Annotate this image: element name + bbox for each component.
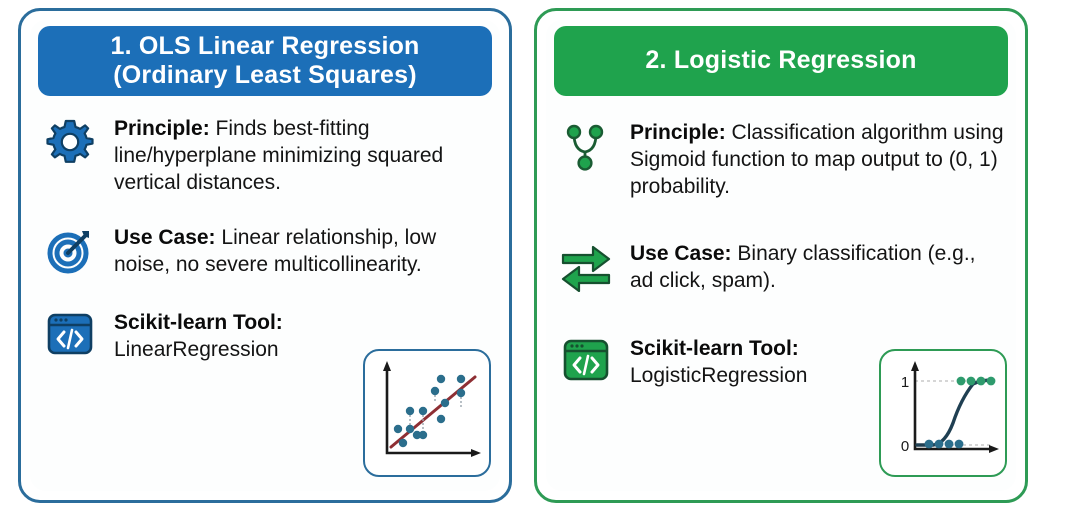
row-tool-body: LinearRegression (114, 337, 279, 361)
row-principle-body: Finds best-fitting line/hyperplane minim… (114, 117, 444, 194)
scatter-regression-plot (363, 349, 491, 477)
sigmoid-curve-plot: 1 0 (879, 349, 1007, 477)
row-principle-label: Principle: (114, 117, 210, 140)
card-inner: 2. Logistic Regression (546, 20, 1016, 491)
card-title-line1: 1. OLS Linear Regression (110, 31, 420, 60)
row-tool-body: LogisticRegression (630, 363, 808, 387)
card-rows: Principle: Classification algorithm usin… (554, 118, 1008, 391)
card-ols-linear-regression: 1. OLS Linear Regression (Ordinary Least… (18, 8, 512, 503)
gear-icon (42, 114, 98, 170)
row-principle-body: Classification algorithm using Sigmoid f… (630, 121, 1004, 198)
row-principle-text: Principle: Classification algorithm usin… (630, 118, 1004, 201)
svg-text:0: 0 (901, 438, 909, 455)
row-usecase: Use Case: Linear relationship, low noise… (42, 223, 488, 279)
exchange-arrows-icon (558, 239, 614, 295)
row-usecase-text: Use Case: Binary classification (e.g., a… (630, 239, 1004, 295)
card-header-logistic: 2. Logistic Regression (554, 26, 1008, 96)
card-rows: Principle: Finds best-fitting line/hyper… (38, 114, 492, 365)
row-usecase-text: Use Case: Linear relationship, low noise… (114, 223, 488, 279)
svg-text:1: 1 (901, 374, 909, 391)
target-icon (42, 223, 98, 279)
row-tool: Scikit-learn Tool: LinearRegression (42, 307, 488, 365)
row-tool-text: Scikit-learn Tool: LogisticRegression (630, 333, 1004, 390)
row-usecase: Use Case: Binary classification (e.g., a… (558, 239, 1004, 295)
row-principle-text: Principle: Finds best-fitting line/hyper… (114, 114, 488, 197)
row-principle: Principle: Finds best-fitting line/hyper… (42, 114, 488, 197)
card-title-line2: (Ordinary Least Squares) (113, 61, 417, 89)
row-tool-label: Scikit-learn Tool: (114, 310, 283, 334)
card-header-ols: 1. OLS Linear Regression (Ordinary Least… (38, 26, 492, 96)
row-usecase-label: Use Case: (630, 241, 732, 265)
node-branch-icon (558, 118, 614, 174)
row-usecase-body: Linear relationship, low noise, no sever… (114, 225, 437, 276)
card-inner: 1. OLS Linear Regression (Ordinary Least… (30, 20, 500, 491)
row-tool: Scikit-learn Tool: LogisticRegression (558, 333, 1004, 391)
code-window-icon (42, 307, 98, 365)
card-logistic-regression: 2. Logistic Regression (534, 8, 1028, 503)
row-principle-label: Principle: (630, 121, 726, 144)
row-usecase-body: Binary classification (e.g., ad click, s… (630, 241, 976, 292)
code-window-icon (558, 333, 614, 391)
row-tool-label: Scikit-learn Tool: (630, 336, 799, 360)
row-usecase-label: Use Case: (114, 225, 216, 249)
card-title-line1: 2. Logistic Regression (645, 46, 917, 75)
row-tool-text: Scikit-learn Tool: LinearRegression (114, 307, 488, 364)
row-principle: Principle: Classification algorithm usin… (558, 118, 1004, 201)
